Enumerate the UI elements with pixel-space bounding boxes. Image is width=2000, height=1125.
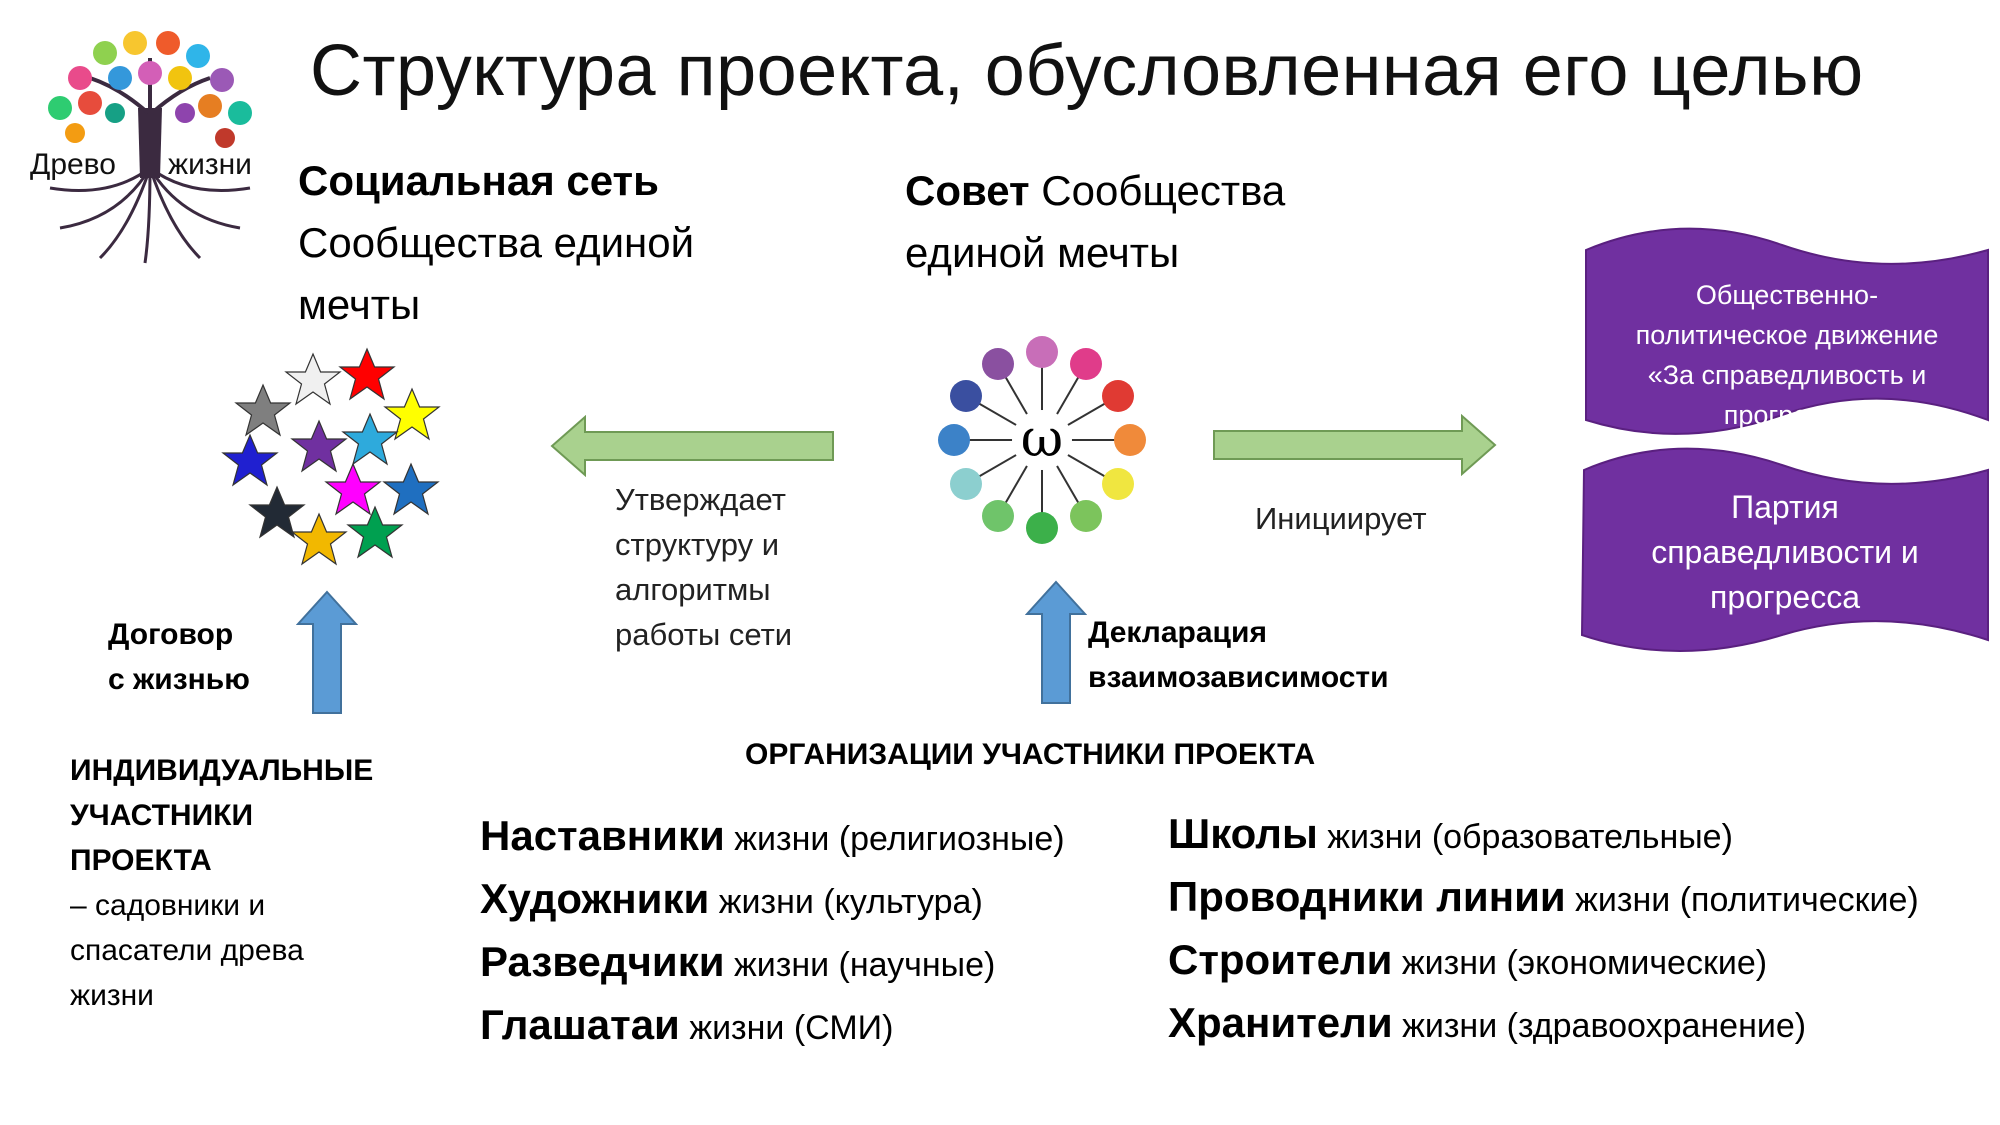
tree-icon [30,28,270,268]
list-item: Глашатаи жизни (СМИ) [480,1001,894,1048]
star-icon [249,486,305,538]
star-icon [339,348,395,400]
movement-line-1: Общественно- [1695,280,1879,310]
tree-of-life-logo: Древо жизни [20,18,280,268]
party-banner: Партия справедливости и прогресса [1578,435,1992,670]
party-line-2: справедливости и [1651,534,1919,570]
organizations-right-list: Школы жизни (образовательные) Проводники… [1168,804,1919,1056]
party-line-1: Партия [1731,489,1839,525]
star-icon [222,434,278,486]
movement-line-2: политическое движение [1635,320,1939,350]
list-item: Наставники жизни (религиозные) [480,812,1065,859]
list-item: Строители жизни (экономические) [1168,936,1768,983]
arrow-right-label: Инициирует [1255,501,1427,536]
stars-cluster [215,345,455,575]
contract-label: Договор с жизнью [108,618,250,696]
social-network-line-1: Сообщества единой [298,219,695,266]
page-title: Структура проекта, обусловленная его цел… [310,31,1864,111]
star-icon [383,463,439,515]
social-network-line-2: мечты [298,281,421,328]
individual-participants: ИНДИВИДУАЛЬНЫЕ УЧАСТНИКИ ПРОЕКТА – садов… [70,754,374,1012]
arrow-right-icon [1212,414,1497,476]
council-line-1: Сообщества [1029,167,1286,214]
star-icon [291,420,347,472]
council-line-2: единой мечты [905,229,1180,276]
star-icon [235,384,291,436]
party-line-3: прогресса [1710,579,1860,615]
omega-symbol: ω [1021,409,1063,469]
logo-right-word: жизни [168,148,252,181]
arrow-up-declaration-icon [1025,580,1087,705]
star-icon [291,513,347,565]
list-item: Проводники линии жизни (политические) [1168,873,1919,920]
movement-line-4: прогресс» [1723,400,1851,430]
council-wheel: ω [932,330,1152,550]
arrow-left-label: Утверждает структуру и алгоритмы работы … [615,482,793,652]
organizations-heading: ОРГАНИЗАЦИИ УЧАСТНИКИ ПРОЕКТА [745,738,1316,771]
movement-line-3: «За справедливость и [1647,360,1927,390]
star-icon [325,463,381,515]
list-item: Хранители жизни (здравоохранение) [1168,999,1807,1046]
list-item: Художники жизни (культура) [480,875,983,922]
arrow-left-icon [550,415,835,477]
declaration-label: Декларация взаимозависимости [1088,616,1389,694]
organizations-left-list: Наставники жизни (религиозные) Художники… [480,806,1065,1058]
social-network-heading: Социальная сеть Сообщества единой мечты [298,150,778,336]
logo-left-word: Древо [30,148,116,181]
list-item: Разведчики жизни (научные) [480,938,996,985]
star-icon [285,353,341,405]
star-icon [342,413,398,465]
council-heading: Совет Сообщества единой мечты [905,160,1345,284]
list-item: Школы жизни (образовательные) [1168,810,1733,857]
movement-banner: Общественно- политическое движение «За с… [1582,220,1992,460]
social-network-bold: Социальная сеть [298,157,659,204]
council-bold: Совет [905,167,1030,214]
arrow-up-contract-icon [296,590,358,715]
